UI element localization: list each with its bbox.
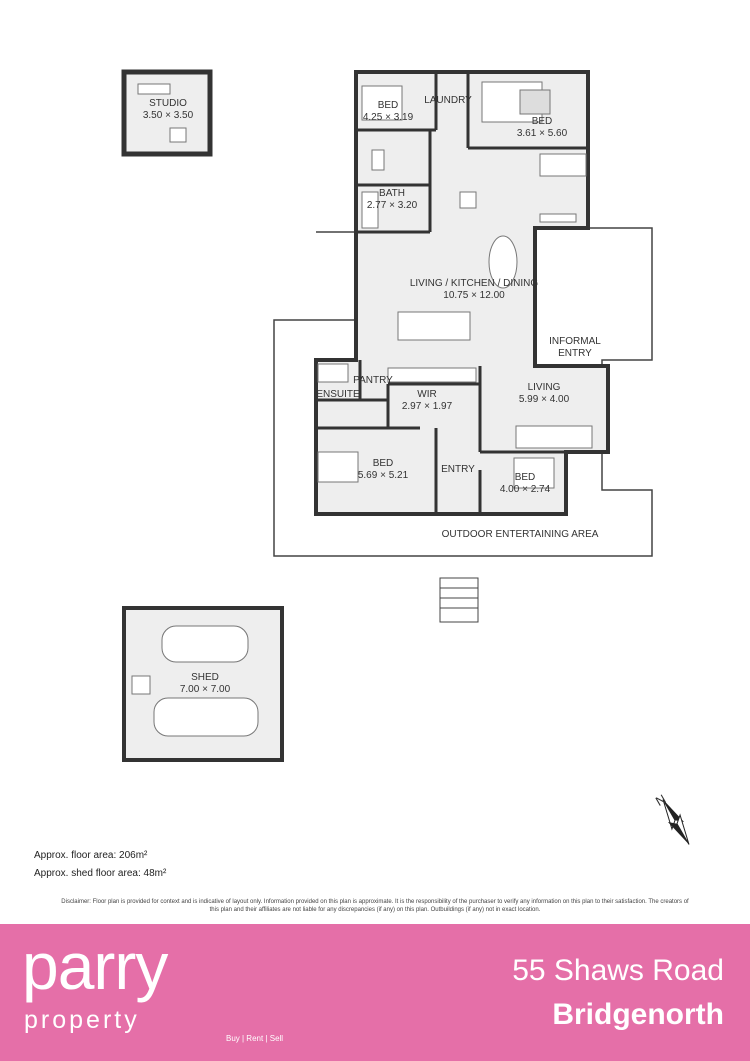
room-label-entry-name: ENTRY xyxy=(441,464,475,475)
floor-area-text: Approx. floor area: 206m² xyxy=(34,850,148,861)
address-suburb: Bridgenorth xyxy=(552,998,724,1031)
room-label-bath-dims: 2.77 × 3.20 xyxy=(367,200,418,211)
room-label-wir-dims: 2.97 × 1.97 xyxy=(402,401,453,412)
room-label-bed1-dims: 4.25 × 3.19 xyxy=(363,112,414,123)
room-label-bed3-name: BED xyxy=(373,458,394,469)
room-label-informal-entry-name2: ENTRY xyxy=(558,348,592,359)
room-label-shed-name: SHED xyxy=(191,672,219,683)
room-label-bed1-name: BED xyxy=(378,100,399,111)
room-label-bath-name: BATH xyxy=(379,188,405,199)
room-label-informal-entry-name: INFORMAL xyxy=(549,336,601,347)
room-label-pantry-name: PANTRY xyxy=(353,375,393,386)
address-street: 55 Shaws Road xyxy=(512,954,724,987)
room-label-ensuite-name: ENSUITE xyxy=(316,389,360,400)
room-label-wir-name: WIR xyxy=(417,389,436,400)
room-label-bed2-name: BED xyxy=(532,116,553,127)
shed-area-text: Approx. shed floor area: 48m² xyxy=(34,868,167,879)
room-label-living-kitchen-name: LIVING / KITCHEN / DINING xyxy=(410,278,539,289)
room-label-studio-name: STUDIO xyxy=(149,98,187,109)
room-label-living2-dims: 5.99 × 4.00 xyxy=(519,394,570,405)
shed-building xyxy=(122,606,284,762)
studio-building xyxy=(121,69,213,157)
footer-banner: parry property Buy | Rent | Sell 55 Shaw… xyxy=(0,924,750,1061)
room-label-shed-dims: 7.00 × 7.00 xyxy=(180,684,231,695)
room-label-bed4-name: BED xyxy=(515,472,536,483)
brand-tagline: Buy | Rent | Sell xyxy=(226,1034,284,1043)
main-house xyxy=(314,70,610,623)
room-label-living-kitchen-dims: 10.75 × 12.00 xyxy=(443,290,505,301)
room-label-laundry-name: LAUNDRY xyxy=(424,95,472,106)
room-label-bed4-dims: 4.00 × 2.74 xyxy=(500,484,551,495)
brand-logo-name: parry xyxy=(22,929,168,1003)
disclaimer-text: Disclaimer: Floor plan is provided for c… xyxy=(61,899,689,913)
room-label-studio-dims: 3.50 × 3.50 xyxy=(143,110,194,121)
room-label-living2-name: LIVING xyxy=(528,382,561,393)
room-label-outdoor-name: OUTDOOR ENTERTAINING AREA xyxy=(442,529,599,540)
room-label-bed2-dims: 3.61 × 5.60 xyxy=(517,128,568,139)
room-label-bed3-dims: 5.69 × 5.21 xyxy=(358,470,409,481)
brand-logo-sub: property xyxy=(24,1006,140,1034)
